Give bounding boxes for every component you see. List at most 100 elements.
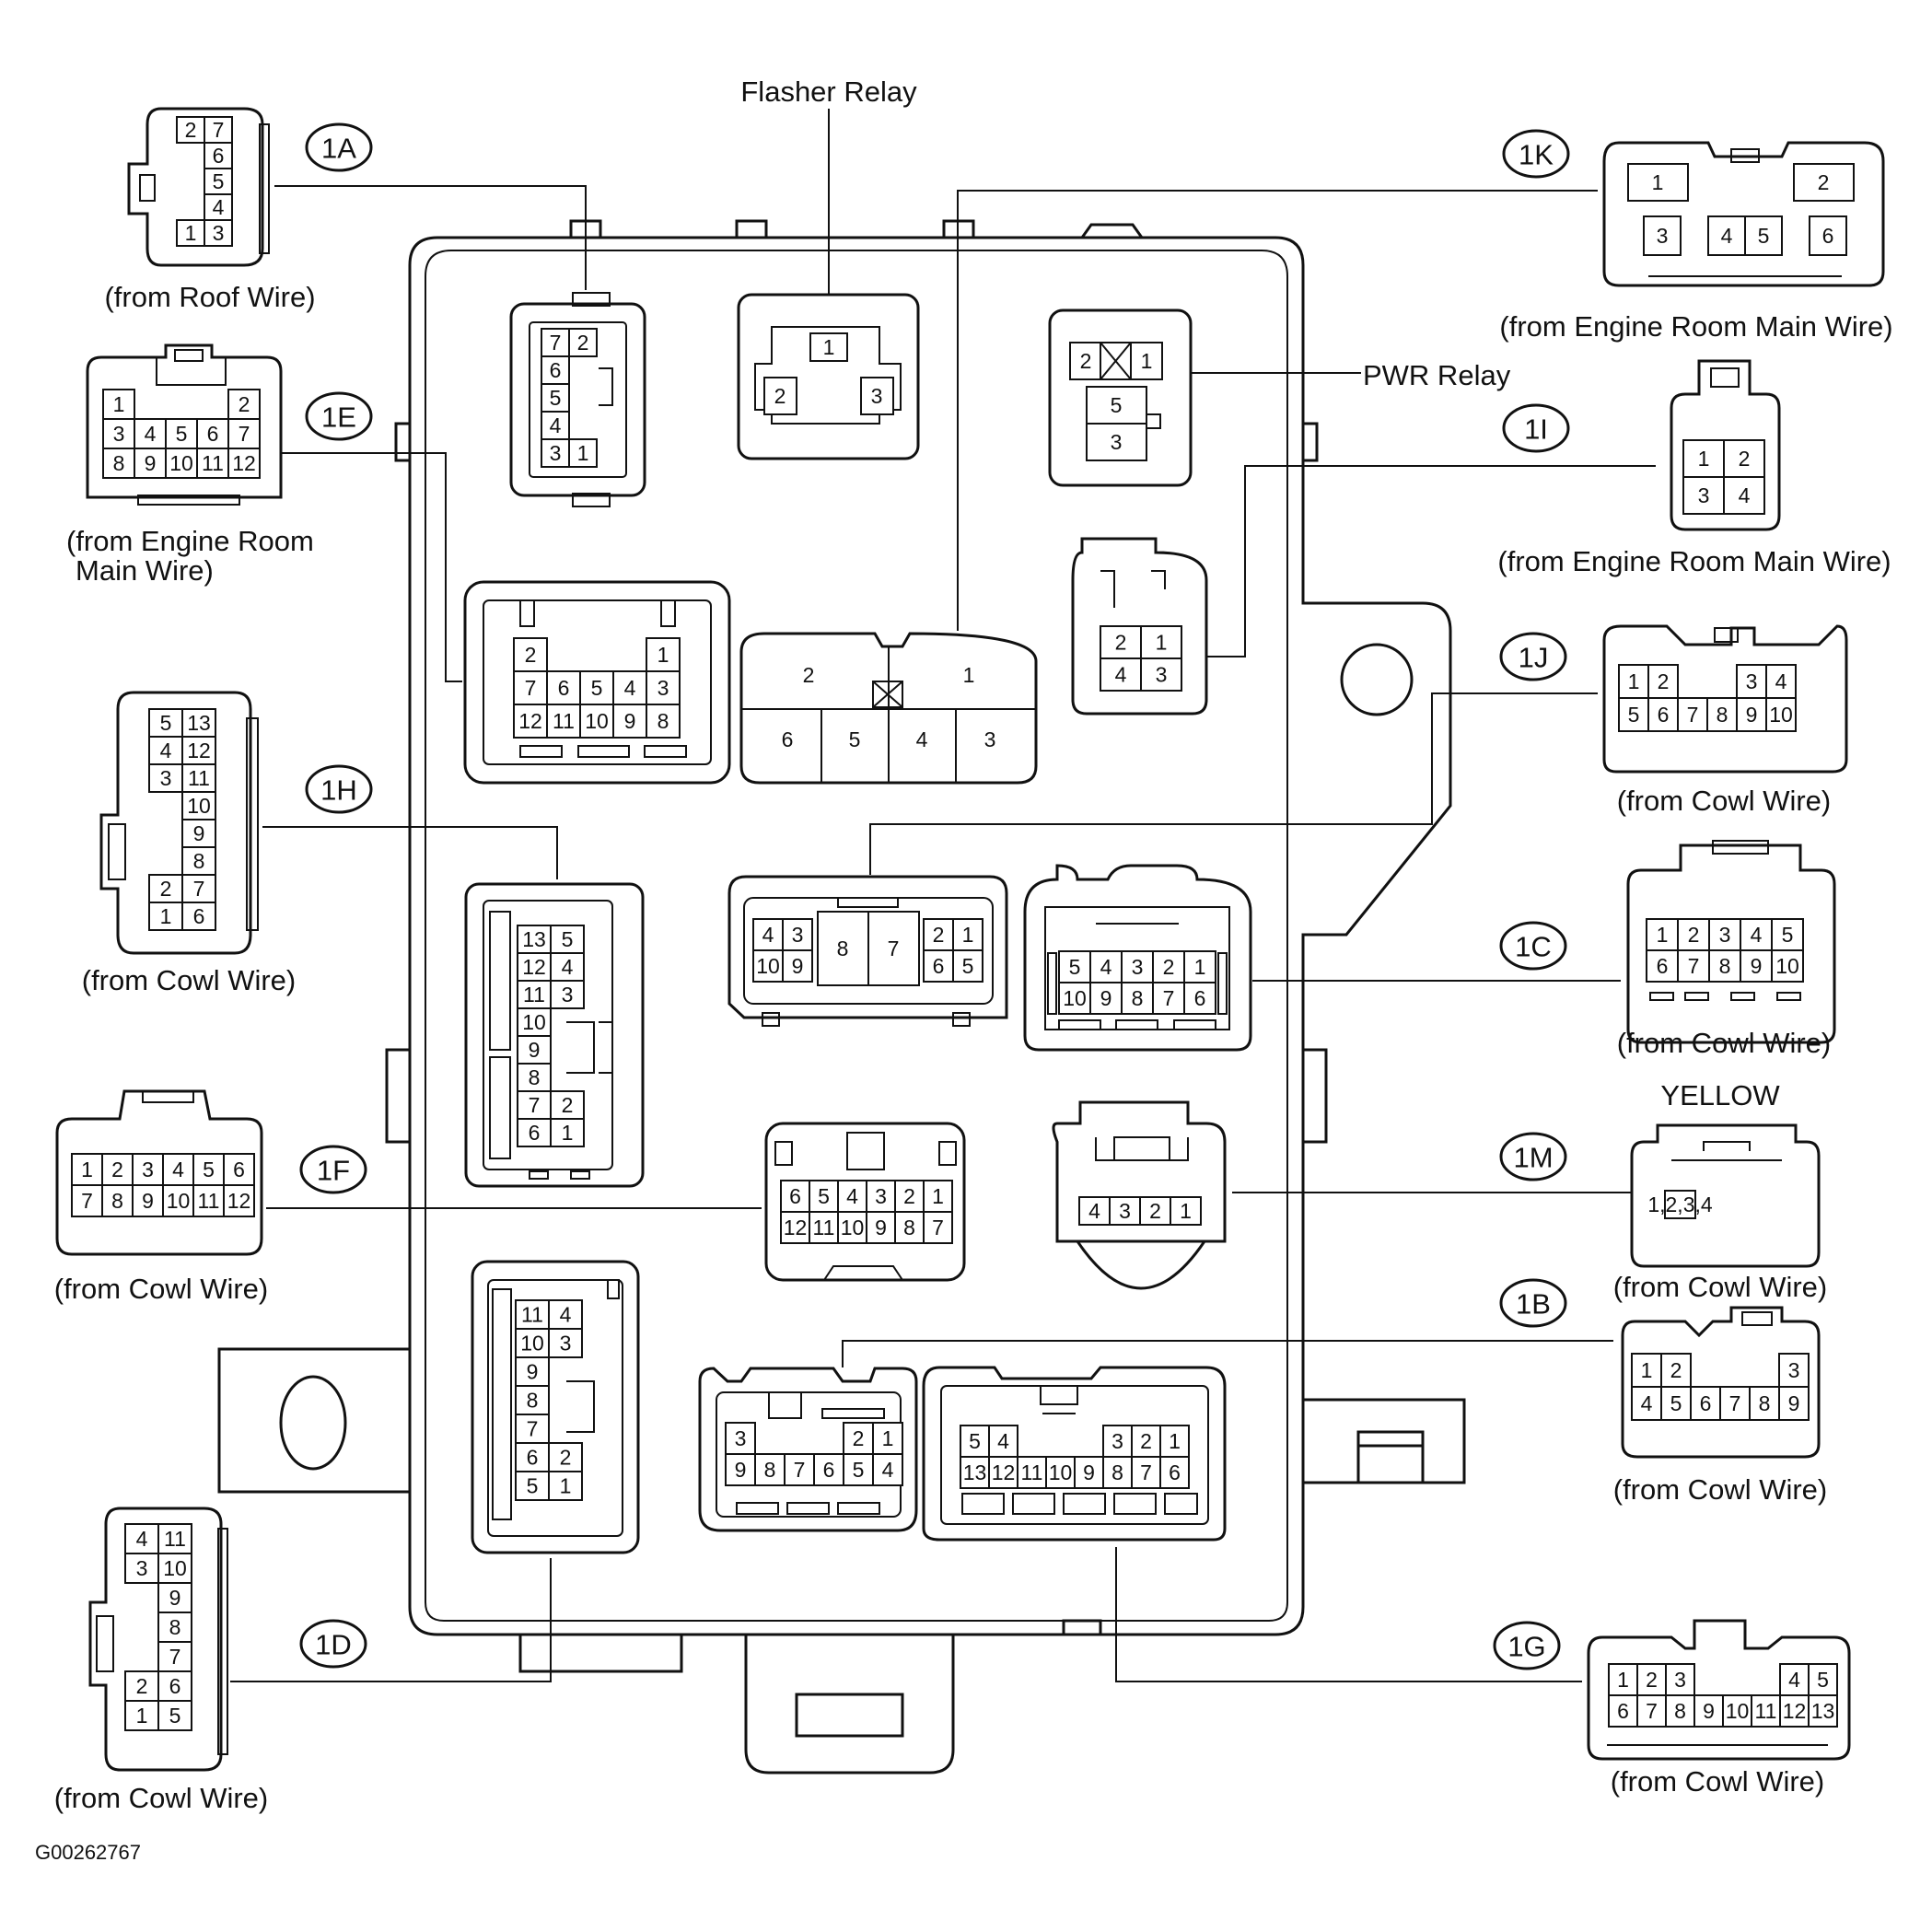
socket-1D-pin-2: 2: [560, 1446, 572, 1470]
socket-1G-pin-5: 5: [969, 1429, 981, 1453]
socket-1E-pin-7: 7: [525, 676, 537, 700]
connector-1G-pin-10: 10: [1726, 1699, 1750, 1723]
connector-1H-pin-5: 5: [160, 711, 172, 735]
connector-1B-pin-1: 1: [1641, 1358, 1653, 1382]
connector-1B-pin-6: 6: [1700, 1391, 1712, 1415]
connector-1K[interactable]: 1 2 3 4 5 6: [1602, 141, 1885, 287]
leader-1H: [262, 826, 558, 879]
connector-1H-pin-cell: [181, 736, 216, 765]
socket-1C-pin-cell: [1058, 950, 1091, 983]
connector-1J-pin-1: 1: [1628, 669, 1640, 693]
connector-1G-pin-13: 13: [1811, 1699, 1835, 1723]
connector-1J-pin-9: 9: [1746, 703, 1758, 727]
socket-1A-pin-cell: [541, 328, 570, 357]
svg-text:1G: 1G: [1507, 1631, 1545, 1663]
socket-1D-pin-5: 5: [527, 1474, 539, 1498]
connector-1H-pin-cell: [148, 902, 183, 931]
connector-1H-pin-cell: [181, 791, 216, 820]
socket-1B-pin-6: 6: [823, 1458, 835, 1482]
connector-1E-pin-8: 8: [113, 451, 125, 475]
socket-1B-pin-cell: [843, 1453, 874, 1486]
socket-pwr-relay[interactable]: 2 1 5 3: [1048, 308, 1193, 487]
connector-1C-pin-6: 6: [1657, 954, 1669, 978]
socket-1H-pin-cell: [550, 1118, 585, 1147]
socket-1F-pin-2: 2: [903, 1184, 915, 1208]
connector-1A-pin-4: 4: [213, 195, 225, 219]
connector-1H-pin-13: 13: [187, 711, 211, 735]
socket-1B-pin-5: 5: [853, 1458, 865, 1482]
socket-1G-pin-6: 6: [1169, 1460, 1181, 1484]
socket-1I-pin-3: 3: [1156, 663, 1168, 687]
connector-1A-pin-cell: [204, 219, 233, 247]
socket-1B-pin-4: 4: [882, 1458, 894, 1482]
caption-1J: (from Cowl Wire): [1617, 785, 1832, 817]
connector-1H-pin-1: 1: [160, 904, 172, 928]
socket-1H-pin-3: 3: [562, 983, 574, 1007]
connector-1F-pin-7: 7: [81, 1189, 93, 1213]
svg-text:1E: 1E: [321, 401, 356, 434]
connector-1D-pin-11: 11: [164, 1527, 186, 1551]
socket-1F-pin-7: 7: [932, 1216, 944, 1239]
connector-1D-pin-2: 2: [136, 1674, 148, 1698]
caption-1F: (from Cowl Wire): [54, 1273, 269, 1305]
connector-1M[interactable]: 1,2,3,4: [1630, 1123, 1821, 1268]
socket-1F-pin-6: 6: [789, 1184, 801, 1208]
connector-1E-pin-3: 3: [113, 422, 125, 446]
socket-1J-pin-cell: [952, 918, 983, 951]
socket-1D-pin-3: 3: [560, 1332, 572, 1356]
socket-1E-pin-cell: [579, 704, 614, 739]
socket-flasher-relay[interactable]: 1 2 3: [737, 293, 920, 460]
socket-1H-pin-4: 4: [562, 955, 574, 979]
connector-1F-pin-11: 11: [198, 1189, 220, 1213]
connector-1C-pin-cell: [1771, 949, 1804, 983]
connector-1G-pin-12: 12: [1783, 1699, 1807, 1723]
connector-1B-pin-5: 5: [1670, 1391, 1682, 1415]
connector-1G-pin-2: 2: [1646, 1668, 1658, 1692]
socket-1G-pin-11: 11: [1021, 1460, 1043, 1484]
svg-text:1K: 1K: [1519, 139, 1554, 171]
socket-1J-pin-7: 7: [888, 937, 900, 960]
socket-1K[interactable]: 2 1 6 5 4 3: [739, 632, 1038, 785]
connector-1A-pin-5: 5: [213, 169, 225, 193]
socket-1G-pin-8: 8: [1111, 1460, 1123, 1484]
socket-1H-pin-cell: [517, 980, 552, 1009]
connector-1B-pin-cell: [1778, 1386, 1810, 1421]
socket-1F-pin-1: 1: [932, 1184, 944, 1208]
svg-text:1I: 1I: [1524, 413, 1548, 446]
svg-text:1F: 1F: [317, 1155, 350, 1187]
socket-1G-pin-10: 10: [1049, 1460, 1073, 1484]
socket-1G-pin-cell: [988, 1425, 1018, 1458]
socket-1F-pin-cell: [866, 1211, 896, 1244]
socket-1B-pin-cell: [872, 1453, 903, 1486]
pwr-pin-2: 2: [1080, 349, 1092, 373]
socket-1D-pin-6: 6: [527, 1446, 539, 1470]
connector-1J-pin-cell: [1765, 697, 1797, 732]
connector-1M-pin-1,2,3,4: 1,2,3,4: [1647, 1193, 1713, 1216]
connector-1E-pin-6: 6: [207, 422, 219, 446]
connector-1C-pin-2: 2: [1688, 923, 1700, 947]
connector-1E-pin-cell: [227, 418, 261, 449]
pwr-pin-3: 3: [1111, 430, 1123, 454]
socket-1D-pin-cell: [548, 1442, 583, 1472]
